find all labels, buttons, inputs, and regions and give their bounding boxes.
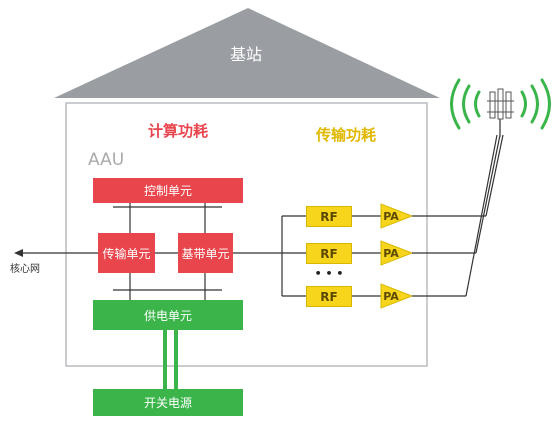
antenna-icon	[487, 88, 514, 137]
aau-label: AAU	[88, 150, 125, 170]
base-station-label: 基站	[229, 45, 262, 64]
pa-label-1: PA	[383, 209, 399, 223]
switch-power-supply-box: 开关电源	[93, 389, 243, 416]
antenna-mast	[485, 134, 504, 217]
core-network-arrow	[14, 249, 23, 257]
antenna-mast	[475, 134, 501, 254]
rf-block-2: RF	[306, 243, 352, 264]
baseband-unit-box: 基带单元	[178, 233, 233, 273]
core-network-label: 核心网	[10, 263, 40, 275]
pa-label-3: PA	[383, 289, 399, 303]
rf-block-3: RF	[306, 286, 352, 307]
pa-label-2: PA	[383, 246, 399, 260]
signal-waves-icon	[450, 78, 551, 130]
roof	[54, 8, 440, 98]
power-supply-unit-box: 供电单元	[93, 300, 243, 330]
transmit-power-title: 传输功耗	[315, 125, 376, 144]
pa-amplifier	[380, 203, 414, 229]
compute-power-title: 计算功耗	[147, 121, 208, 140]
pa-amplifier	[380, 240, 414, 266]
transmission-unit-box: 传输单元	[98, 233, 155, 273]
control-unit-box: 控制单元	[93, 178, 243, 203]
pa-amplifier	[380, 283, 414, 309]
rf-block-1: RF	[306, 206, 352, 227]
rf-ellipsis: • • •	[314, 266, 344, 280]
antenna-mast	[465, 134, 498, 297]
